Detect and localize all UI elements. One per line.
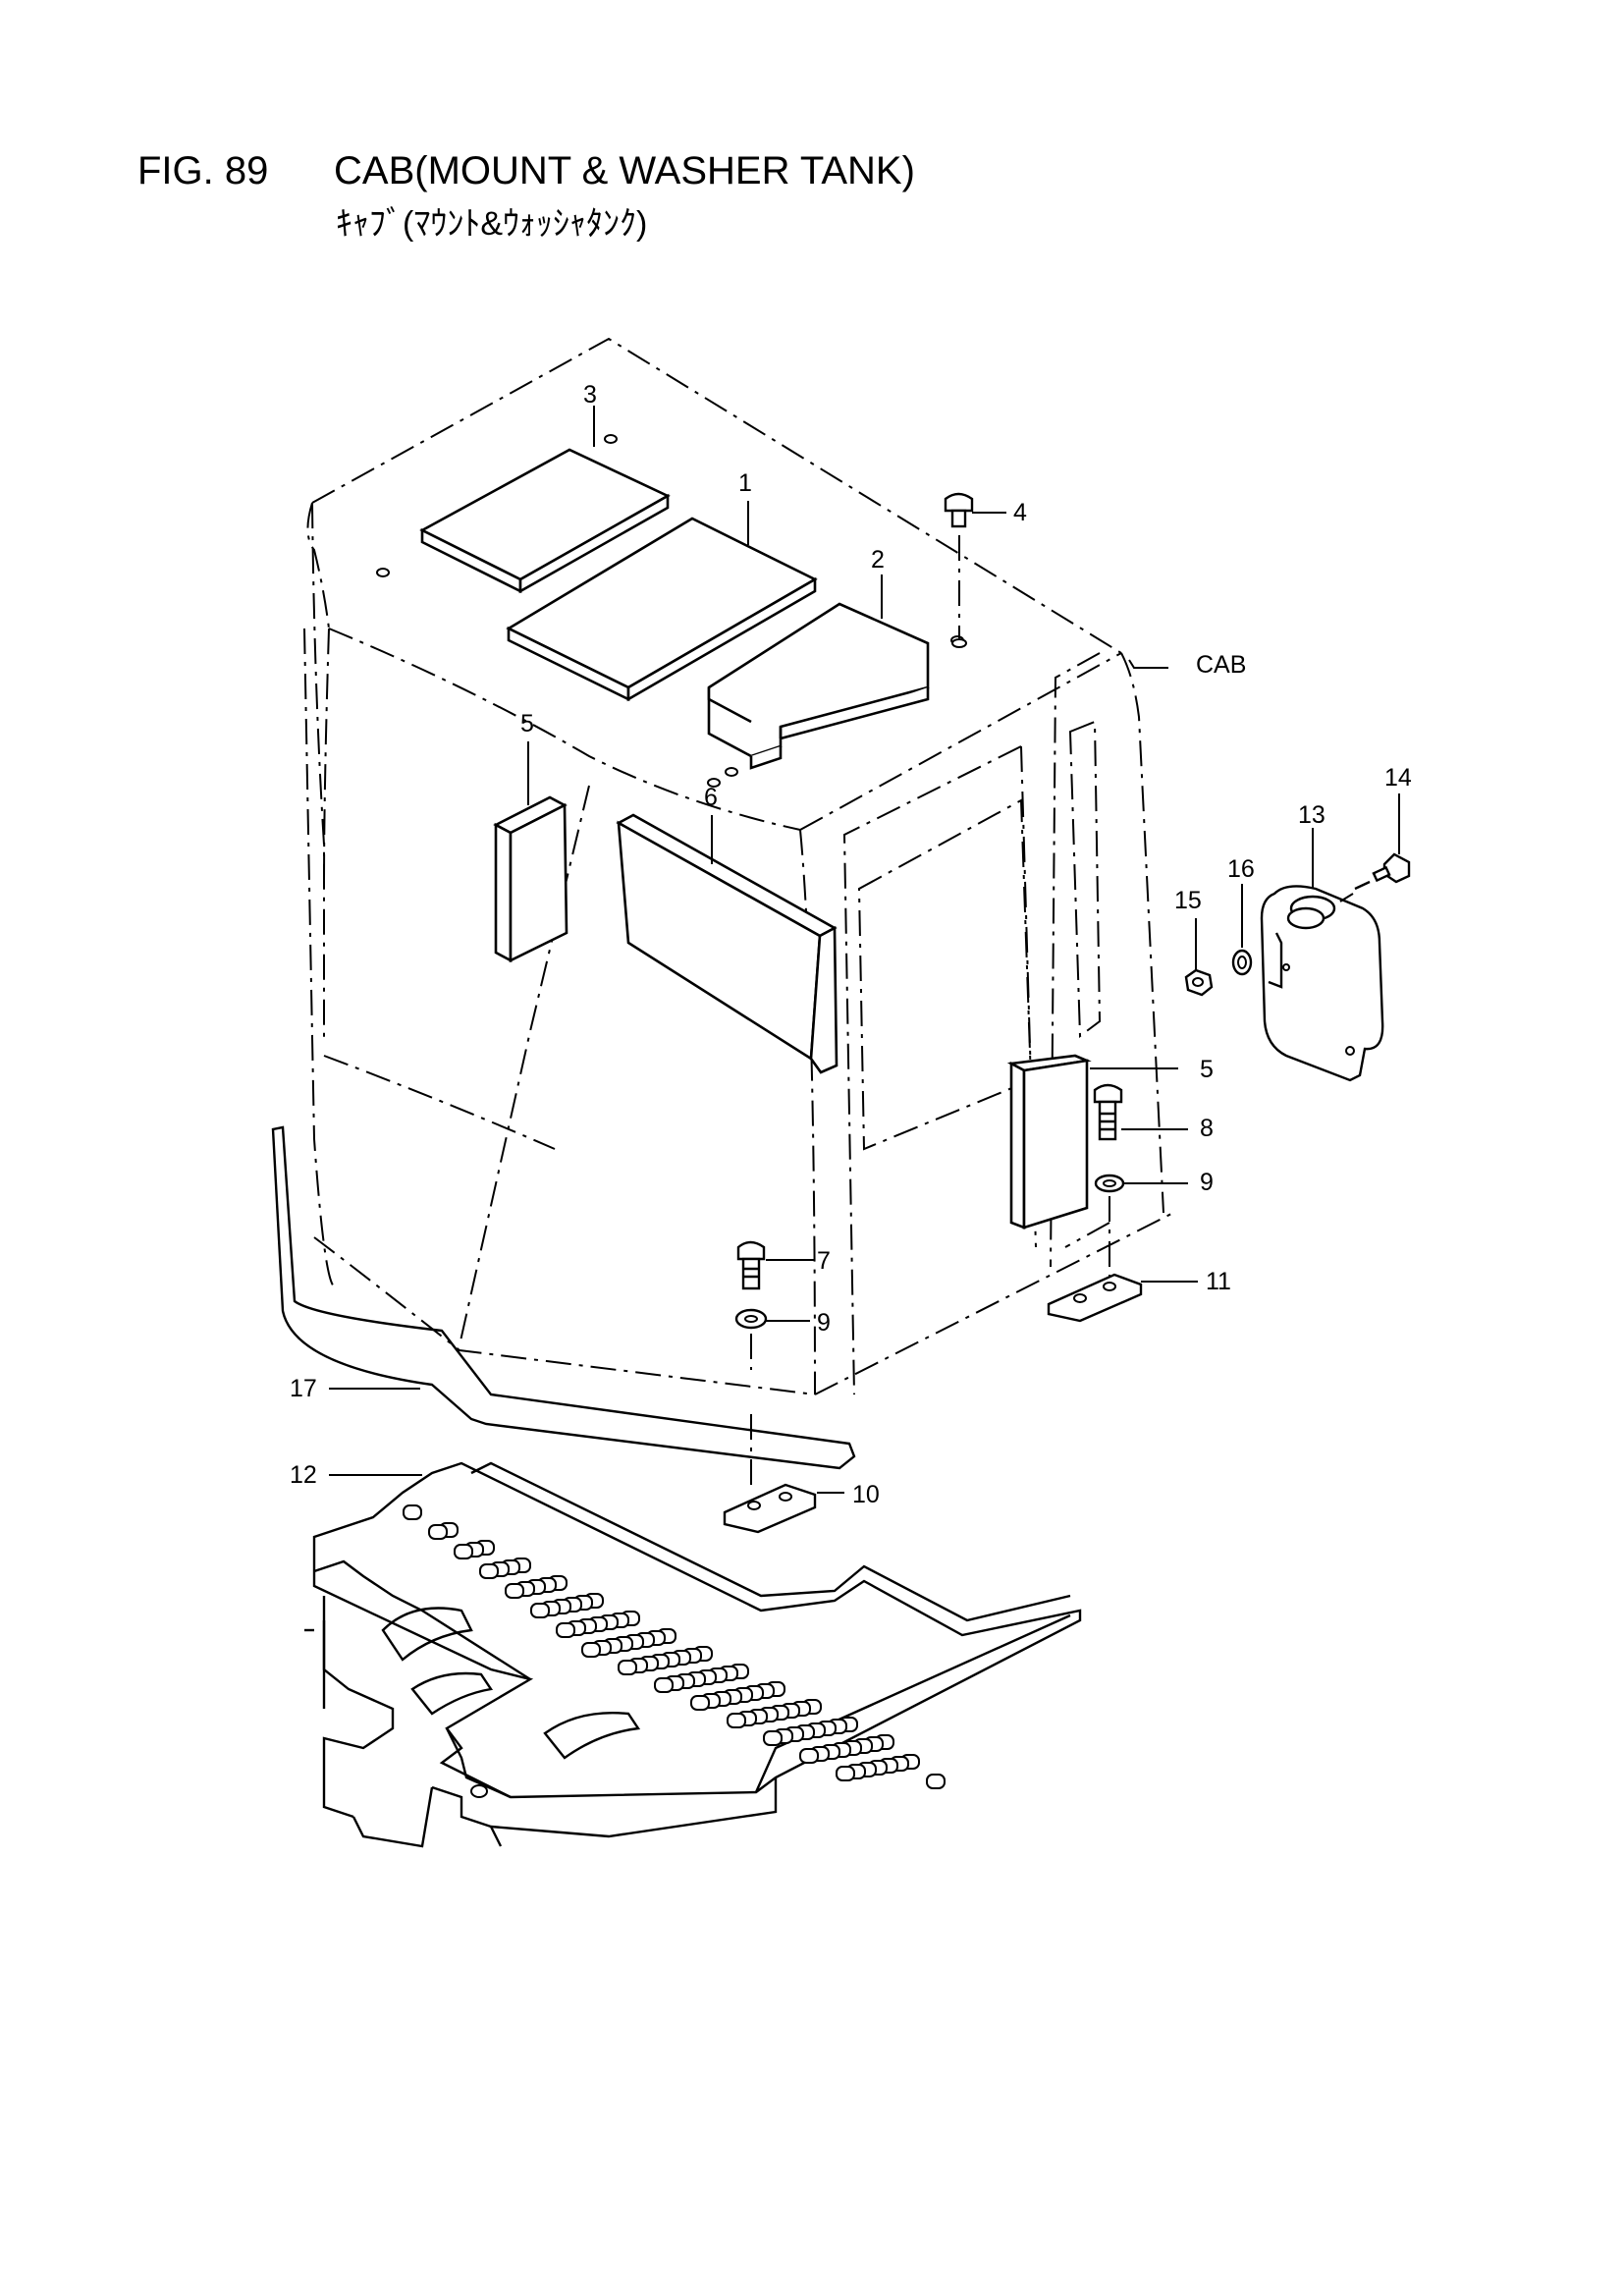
nut-15 [1184,968,1214,997]
floor-boss [581,1642,601,1658]
callout-4: 4 [1013,499,1027,526]
floor-boss [556,1622,575,1638]
callout-labels: 3 1 2 4 CAB 5 6 5 8 9 7 9 11 10 17 12 13… [290,381,1412,1508]
top-insulation-pads [376,434,964,788]
figure-number: FIG. 89 [137,149,269,192]
callout-11: 11 [1206,1268,1231,1295]
floor-grip-bosses [403,1504,946,1789]
mount-plate-11 [1047,1273,1143,1323]
callout-9-left: 9 [817,1309,831,1337]
floor-boss [763,1730,783,1746]
cab-outline [303,337,1174,1395]
callout-13: 13 [1298,801,1325,829]
floor-boss [479,1563,499,1579]
floor-boss [530,1603,550,1618]
floor-plate [304,1461,1082,1848]
callout-17: 17 [290,1375,317,1402]
callout-12: 12 [290,1461,317,1489]
callout-10: 10 [852,1481,880,1508]
floor-boss [618,1660,637,1675]
callout-8: 8 [1200,1115,1214,1142]
floor-boss [505,1583,524,1599]
callout-1: 1 [738,469,752,497]
callout-6: 6 [704,784,718,811]
figure-subtitle-jp: ｷｬﾌﾞ(ﾏｳﾝﾄ&ｳｫｯｼｬﾀﾝｸ) [336,205,648,243]
floor-boss [428,1524,448,1540]
mount-plate-10 [723,1483,817,1534]
floor-perimeter-seal [271,1125,856,1470]
callout-9-right: 9 [1200,1169,1214,1196]
callout-2: 2 [871,546,885,574]
floor-boss [727,1713,746,1728]
figure-title: CAB(MOUNT & WASHER TANK) [334,149,915,192]
callout-5-left: 5 [520,710,534,738]
washer-tank [1260,885,1384,1082]
floor-boss [454,1544,473,1559]
callout-5-right: 5 [1200,1056,1214,1083]
floor-boss [654,1677,674,1693]
floor-boss [836,1766,855,1781]
callout-16: 16 [1227,855,1255,883]
floor-boss [403,1504,422,1520]
callout-14: 14 [1384,764,1412,792]
leader-lines [329,406,1400,1494]
side-insulation-pads [493,795,1092,1230]
floor-boss [926,1774,946,1789]
bolt-4 [944,492,974,648]
callout-15: 15 [1174,887,1202,914]
hose-fitting-14 [1339,852,1411,902]
floor-boss [799,1748,819,1764]
callout-3: 3 [583,381,597,409]
callout-7: 7 [817,1247,831,1275]
bolt-8-and-washer [1064,1083,1125,1277]
callout-cab: CAB [1196,651,1246,679]
washer-16 [1231,949,1253,976]
floor-boss [690,1695,710,1711]
bolt-7-and-washer [734,1240,768,1491]
